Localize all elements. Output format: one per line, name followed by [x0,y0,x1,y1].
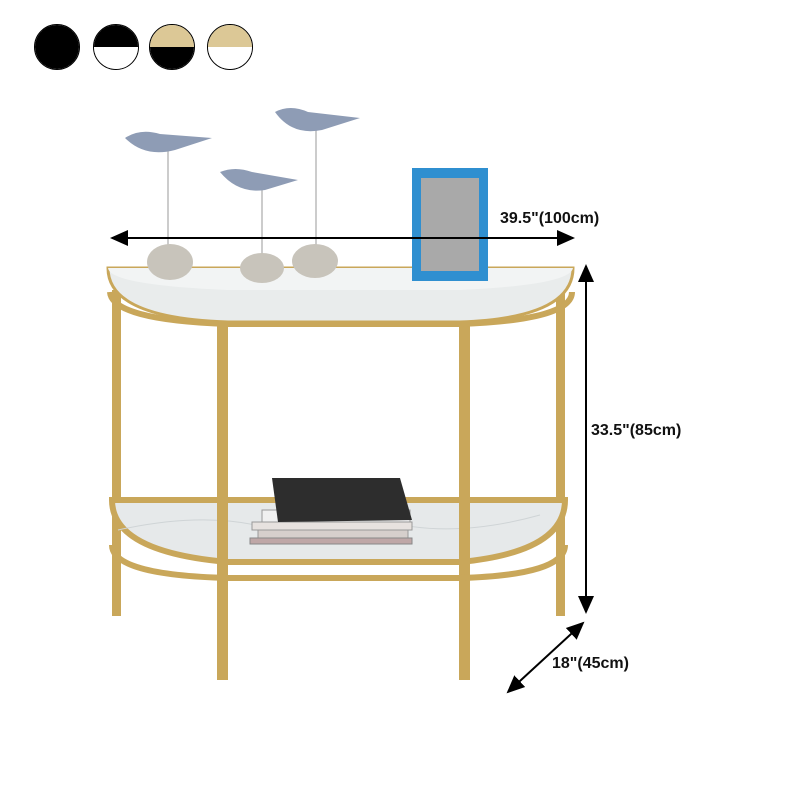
depth-arrow [506,621,585,694]
width-label: 39.5"(100cm) [500,210,600,227]
table-leg-front-right [459,320,470,680]
bird-ornaments [125,108,360,283]
height-label: 33.5"(85cm) [591,422,682,439]
table-leg-back-left [112,290,121,616]
color-swatch-gold-white[interactable] [207,24,253,70]
depth-label: 18"(45cm) [552,655,629,672]
books [249,478,413,545]
color-swatch-black-white[interactable] [93,24,139,70]
table-leg-back-right [556,290,565,616]
table-leg-front-left [217,320,228,680]
picture-frame [412,168,488,281]
color-swatch-black[interactable] [34,24,80,70]
color-swatch-gold-black[interactable] [149,24,195,70]
